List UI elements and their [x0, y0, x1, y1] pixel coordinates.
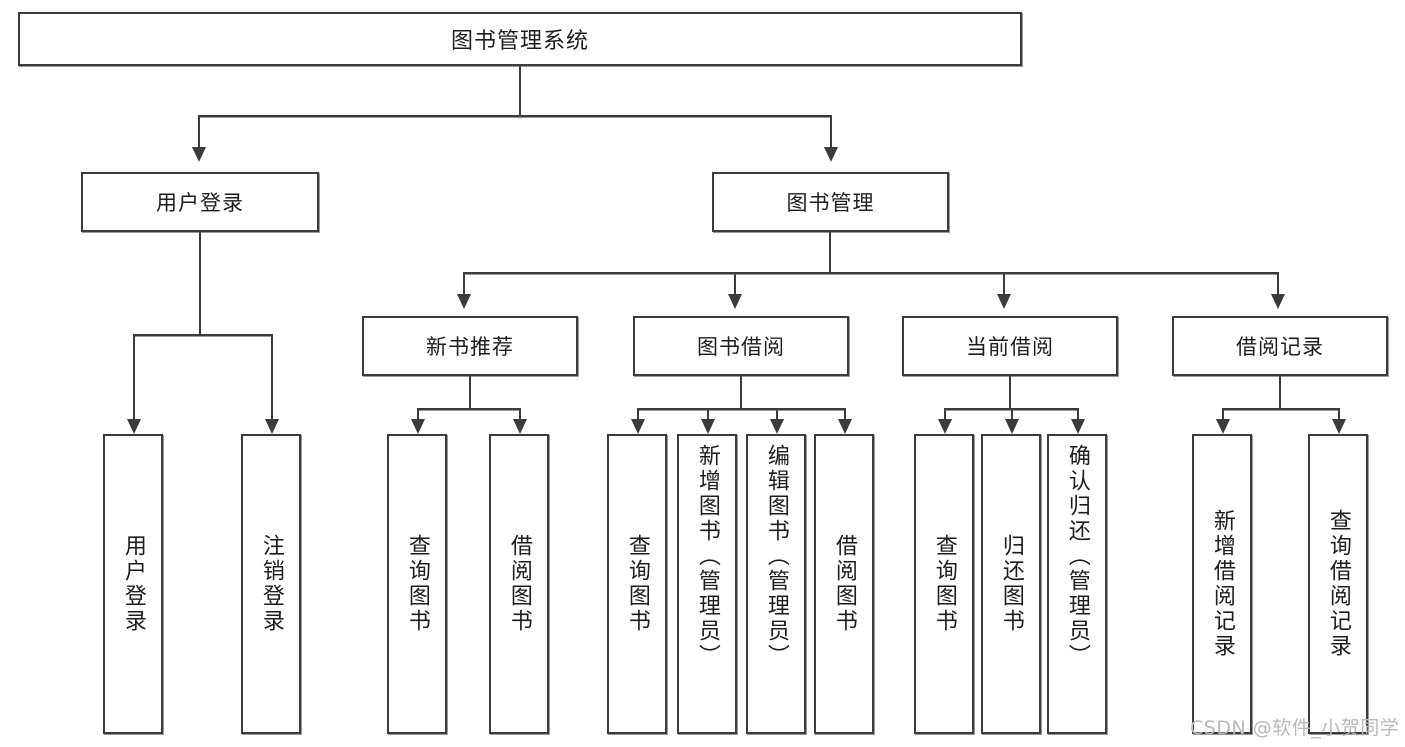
arrowhead-current-borrow-leaf-2	[1005, 419, 1019, 434]
node-label: 新书推荐	[426, 335, 514, 359]
connector-book-borrow-stem	[740, 376, 742, 409]
leaf-add-book-admin[interactable]: 新增图书（管理员）	[677, 434, 737, 734]
node-label: 归还图书	[998, 534, 1024, 634]
arrowhead-book-borrow-leaf-4	[838, 419, 852, 434]
connector-new-book-to-leaf-2	[519, 408, 521, 420]
arrowhead-root-to-book-manage	[824, 147, 838, 162]
connector-book-manage-bar	[463, 272, 1279, 274]
arrowhead-root-to-user-login	[192, 147, 206, 162]
node-root-book-management-system[interactable]: 图书管理系统	[18, 12, 1022, 66]
connector-borrow-record-to-leaf-1	[1222, 408, 1224, 420]
connector-current-borrow-to-leaf-2	[1011, 408, 1013, 420]
connector-book-borrow-to-leaf-4	[844, 408, 846, 420]
node-label: 图书管理系统	[450, 29, 589, 54]
node-new-book-recommend[interactable]: 新书推荐	[362, 316, 578, 376]
node-label: 用户登录	[156, 191, 244, 215]
leaf-logout[interactable]: 注销登录	[241, 434, 301, 734]
arrowhead-book-borrow-leaf-1	[631, 419, 645, 434]
connector-current-borrow-to-leaf-3	[1077, 408, 1079, 420]
connector-current-borrow-to-leaf-1	[944, 408, 946, 420]
connector-book-borrow-to-leaf-3	[776, 408, 778, 420]
leaf-borrow-book-new-recommend[interactable]: 借阅图书	[489, 434, 549, 734]
arrowhead-user-login-leaf-2	[265, 419, 279, 434]
node-label: 查询图书	[624, 534, 650, 634]
arrowhead-new-book-leaf-2	[513, 419, 527, 434]
connector-book-manage-to-book-borrow	[734, 272, 736, 294]
arrowhead-borrow-record-leaf-2	[1332, 419, 1346, 434]
leaf-user-login[interactable]: 用户登录	[103, 434, 163, 734]
node-label: 确认归还（管理员）	[1064, 444, 1090, 669]
node-label: 查询图书	[404, 534, 430, 634]
arrowhead-book-manage-current-borrow	[997, 294, 1011, 309]
node-label: 借阅图书	[506, 534, 532, 634]
connector-user-login-to-leaf-2	[271, 334, 273, 419]
arrowhead-borrow-record-leaf-1	[1216, 419, 1230, 434]
connector-current-borrow-stem	[1009, 376, 1011, 409]
node-label: 查询图书	[931, 534, 957, 634]
connector-root-to-book-manage	[830, 115, 832, 147]
connector-new-book-stem	[469, 376, 471, 409]
node-label: 借阅记录	[1236, 335, 1324, 359]
arrowhead-book-borrow-leaf-3	[770, 419, 784, 434]
connector-book-manage-stem	[829, 232, 831, 273]
node-borrow-record[interactable]: 借阅记录	[1172, 316, 1388, 376]
connector-borrow-record-stem	[1279, 376, 1281, 409]
connector-book-manage-to-new-book	[463, 272, 465, 294]
connector-borrow-record-to-leaf-2	[1338, 408, 1340, 420]
arrowhead-current-borrow-leaf-3	[1071, 419, 1085, 434]
node-label: 新增图书（管理员）	[694, 444, 720, 669]
connector-book-manage-to-borrow-record	[1277, 272, 1279, 294]
connector-new-book-to-leaf-1	[417, 408, 419, 420]
arrowhead-book-manage-new-book	[457, 294, 471, 309]
connector-user-login-stem	[199, 232, 201, 335]
leaf-query-book-current[interactable]: 查询图书	[914, 434, 974, 734]
node-current-borrow[interactable]: 当前借阅	[902, 316, 1118, 376]
node-label: 图书管理	[786, 191, 875, 215]
node-book-manage[interactable]: 图书管理	[712, 172, 949, 232]
connector-user-login-bar	[133, 334, 273, 336]
leaf-query-book-borrow[interactable]: 查询图书	[607, 434, 667, 734]
arrowhead-book-borrow-leaf-2	[701, 419, 715, 434]
node-label: 新增借阅记录	[1209, 509, 1235, 659]
arrowhead-user-login-leaf-1	[127, 419, 141, 434]
connector-new-book-bar	[417, 408, 521, 410]
connector-borrow-record-bar	[1222, 408, 1340, 410]
connector-root-bar	[198, 115, 831, 117]
arrowhead-current-borrow-leaf-1	[938, 419, 952, 434]
connector-book-borrow-to-leaf-2	[707, 408, 709, 420]
connector-book-manage-to-current-borrow	[1003, 272, 1005, 294]
node-label: 注销登录	[258, 534, 284, 634]
leaf-edit-book-admin[interactable]: 编辑图书（管理员）	[746, 434, 806, 734]
connector-root-to-user-login	[198, 115, 200, 147]
csdn-watermark: CSDN @软件_小贺同学	[1190, 717, 1400, 739]
leaf-borrow-book-borrow[interactable]: 借阅图书	[814, 434, 874, 734]
leaf-query-book-new-recommend[interactable]: 查询图书	[387, 434, 447, 734]
node-user-login[interactable]: 用户登录	[81, 172, 319, 232]
connector-user-login-to-leaf-1	[133, 334, 135, 419]
node-label: 当前借阅	[966, 335, 1054, 359]
node-label: 图书借阅	[697, 335, 785, 359]
arrowhead-book-manage-borrow-record	[1271, 294, 1285, 309]
arrowhead-new-book-leaf-1	[411, 419, 425, 434]
node-label: 编辑图书（管理员）	[763, 444, 789, 669]
node-label: 查询借阅记录	[1325, 509, 1351, 659]
connector-book-borrow-bar	[637, 408, 845, 410]
node-label: 用户登录	[120, 534, 146, 634]
leaf-add-borrow-record[interactable]: 新增借阅记录	[1192, 434, 1252, 734]
leaf-return-book[interactable]: 归还图书	[981, 434, 1041, 734]
node-label: 借阅图书	[831, 534, 857, 634]
leaf-confirm-return-admin[interactable]: 确认归还（管理员）	[1047, 434, 1107, 734]
leaf-query-borrow-record[interactable]: 查询借阅记录	[1308, 434, 1368, 734]
connector-root-stem	[519, 66, 521, 116]
arrowhead-book-manage-book-borrow	[728, 294, 742, 309]
node-book-borrow[interactable]: 图书借阅	[633, 316, 849, 376]
connector-book-borrow-to-leaf-1	[637, 408, 639, 420]
